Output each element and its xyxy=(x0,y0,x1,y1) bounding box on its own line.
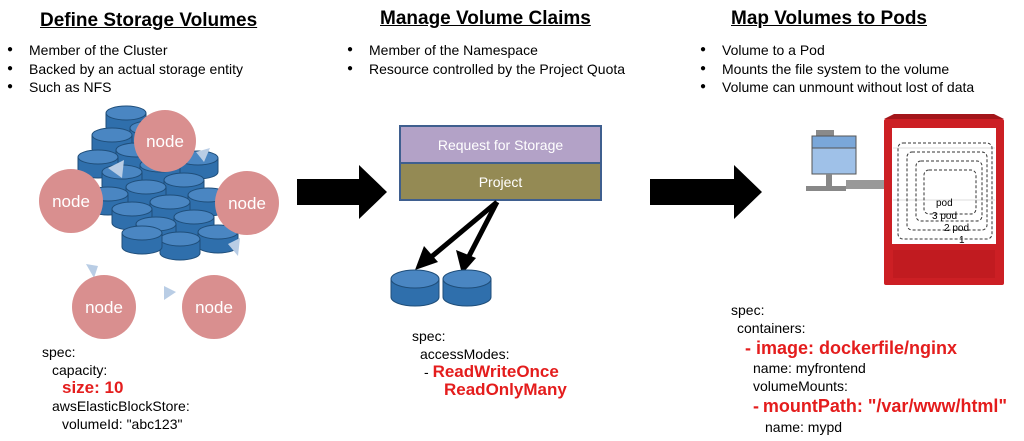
pod-label: 1 xyxy=(959,235,965,246)
spec-line-image: - image: dockerfile/nginx xyxy=(745,338,958,358)
right-bullet-list: Volume to a Pod Mounts the file system t… xyxy=(699,41,974,97)
arrow-right-icon xyxy=(297,165,387,219)
node-label: node xyxy=(146,132,184,151)
middle-bullet-list: Member of the Namespace Resource control… xyxy=(346,41,625,78)
spec-line: spec: xyxy=(412,328,446,344)
node-label: node xyxy=(52,192,90,211)
request-for-storage-label: Request for Storage xyxy=(438,137,564,153)
claim-stack: Request for Storage Project xyxy=(399,125,602,201)
list-item: Mounts the file system to the volume xyxy=(699,60,974,79)
spec-line: capacity: xyxy=(52,362,108,378)
node-left xyxy=(39,169,103,233)
node-label: node xyxy=(85,298,123,317)
map-volumes-to-pods-title: Map Volumes to Pods xyxy=(731,8,928,29)
pod-label: pod xyxy=(936,198,953,209)
list-item: Resource controlled by the Project Quota xyxy=(346,60,625,79)
node-top xyxy=(134,110,196,172)
project-label: Project xyxy=(479,174,523,190)
claim-disks xyxy=(390,269,492,307)
cluster-nodes: node node node node node xyxy=(39,110,279,339)
spec-line: name: mypd xyxy=(765,419,843,435)
list-item: Volume to a Pod xyxy=(699,41,974,60)
rotation-arrows xyxy=(86,148,240,300)
arrow-head-icon xyxy=(456,250,476,274)
list-item: Member of the Cluster xyxy=(6,41,243,60)
arrow-head-icon xyxy=(415,246,438,270)
spec-line-mount-path: mountPath: "/var/www/html" xyxy=(762,396,1007,416)
spec-access-mode: ReadOnlyMany xyxy=(444,380,567,399)
pod-label: 3 pod xyxy=(932,211,957,222)
folder-icon xyxy=(806,130,890,191)
pod-server: pod 3 pod 2 pod 1 xyxy=(884,114,1004,285)
pod-label: 2 pod xyxy=(944,223,969,234)
spec-line: volumeMounts: xyxy=(753,378,848,394)
claim-arrows xyxy=(428,200,500,262)
node-bottom-left xyxy=(72,275,136,339)
manage-volume-claims-title: Manage Volume Claims xyxy=(380,8,591,29)
left-bullet-list: Member of the Cluster Backed by an actua… xyxy=(6,41,243,97)
list-item: Backed by an actual storage entity xyxy=(6,60,243,79)
volume-spec: spec: capacity: size: 10 awsElasticBlock… xyxy=(42,343,190,433)
spec-line: containers: xyxy=(737,320,806,336)
list-item: Volume can unmount without lost of data xyxy=(699,78,974,97)
node-label: node xyxy=(228,194,266,213)
spec-line: awsElasticBlockStore: xyxy=(52,398,190,414)
list-item: Member of the Namespace xyxy=(346,41,625,60)
node-label: node xyxy=(195,298,233,317)
node-bottom-right xyxy=(182,275,246,339)
node-right xyxy=(215,171,279,235)
spec-dash: - xyxy=(753,396,759,416)
spec-line: volumeId: "abc123" xyxy=(62,416,183,432)
project-box xyxy=(399,162,602,201)
spec-line: accessModes: xyxy=(420,346,510,362)
pod-spec: spec: containers: - image: dockerfile/ng… xyxy=(731,301,1007,436)
request-for-storage-box xyxy=(399,125,602,164)
spec-line: spec: xyxy=(731,302,765,318)
spec-line: spec: xyxy=(42,344,76,360)
define-storage-volumes-title: Define Storage Volumes xyxy=(40,10,258,31)
list-item: Such as NFS xyxy=(6,78,243,97)
arrow-right-icon xyxy=(650,165,762,219)
spec-dash: - xyxy=(424,364,429,380)
spec-line: name: myfrontend xyxy=(753,360,866,376)
spec-access-mode: ReadWriteOnce xyxy=(432,362,559,381)
claim-spec: spec: accessModes: - ReadWriteOnce ReadO… xyxy=(412,327,567,399)
spec-line-size: size: 10 xyxy=(62,378,124,397)
